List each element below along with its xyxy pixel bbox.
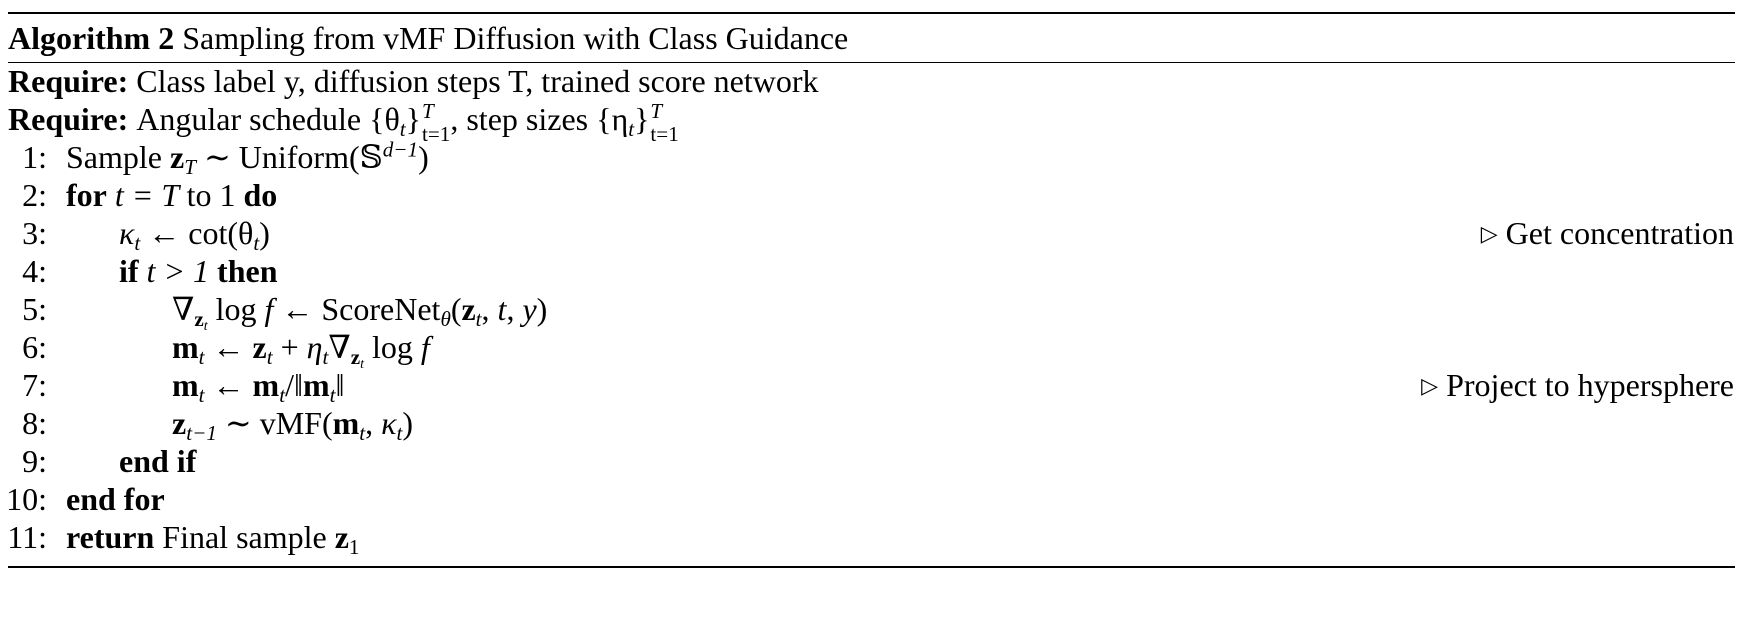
- line-number: 5:: [22, 291, 47, 327]
- line-text: Sample zT ∼ Uniform(𝕊d−1): [66, 137, 429, 179]
- line-text: if t > 1 then: [119, 253, 278, 289]
- line-number: 6:: [22, 329, 47, 365]
- require-keyword: Require:: [8, 63, 129, 99]
- line-number: 11:: [7, 519, 47, 555]
- algorithm-line-4: 4: if t > 1 then: [0, 250, 1742, 292]
- line-text: end for: [66, 481, 165, 517]
- line-number: 9:: [22, 443, 47, 479]
- algorithm-line-10: 10: end for: [0, 478, 1742, 520]
- algorithm-title: Sampling from vMF Diffusion with Class G…: [182, 20, 849, 56]
- algorithm-line-5: 5: ∇zt log f ← ScoreNetθ(zt, t, y): [0, 288, 1742, 334]
- algorithm-label: Algorithm 2: [8, 20, 175, 56]
- caption-rule: [8, 62, 1735, 63]
- algorithm-line-1: 1: Sample zT ∼ Uniform(𝕊d−1): [0, 136, 1742, 178]
- line-number: 4:: [22, 253, 47, 289]
- bottom-rule: [8, 566, 1735, 568]
- line-comment: ▷Project to hypersphere: [1421, 367, 1734, 403]
- line-text: for t = T to 1 do: [66, 177, 278, 213]
- line-text: mt ← zt + ηt∇zt log f: [172, 329, 430, 372]
- require-text: Class label y, diffusion steps T, traine…: [136, 63, 819, 99]
- line-number: 3:: [22, 215, 47, 251]
- comment-triangle-icon: ▷: [1421, 374, 1439, 399]
- algorithm-caption: Algorithm 2 Sampling from vMF Diffusion …: [8, 14, 848, 62]
- line-text: ∇zt log f ← ScoreNetθ(zt, t, y): [172, 291, 548, 334]
- line-number: 1:: [22, 139, 47, 175]
- top-rule: [8, 12, 1735, 14]
- algorithm-line-6: 6: mt ← zt + ηt∇zt log f: [0, 326, 1742, 372]
- algorithm-line-8: 8: zt−1 ∼ vMF(mt, κt): [0, 402, 1742, 444]
- line-number: 8:: [22, 405, 47, 441]
- line-text: end if: [119, 443, 197, 479]
- line-comment: ▷Get concentration: [1480, 215, 1734, 251]
- algorithm-line-11: 11: return Final sample z1: [0, 516, 1742, 558]
- line-text: κt ← cot(θt): [119, 215, 270, 255]
- line-number: 7:: [22, 367, 47, 403]
- line-text: zt−1 ∼ vMF(mt, κt): [172, 405, 414, 445]
- algorithm-line-7: 7: mt ← mt/‖mt‖ ▷Project to hypersphere: [0, 364, 1742, 406]
- require-keyword: Require:: [8, 101, 129, 137]
- algorithm-line-3: 3: κt ← cot(θt) ▷Get concentration: [0, 212, 1742, 254]
- comment-triangle-icon: ▷: [1480, 222, 1498, 247]
- line-text: return Final sample z1: [66, 519, 360, 559]
- line-number: 2:: [22, 177, 47, 213]
- line-number: 10:: [6, 481, 47, 517]
- algorithm-line-2: 2: for t = T to 1 do: [0, 174, 1742, 216]
- line-text: mt ← mt/‖mt‖: [172, 367, 345, 407]
- require-line-1: Require:Class label y, diffusion steps T…: [0, 60, 1742, 102]
- algorithm-line-9: 9: end if: [0, 440, 1742, 482]
